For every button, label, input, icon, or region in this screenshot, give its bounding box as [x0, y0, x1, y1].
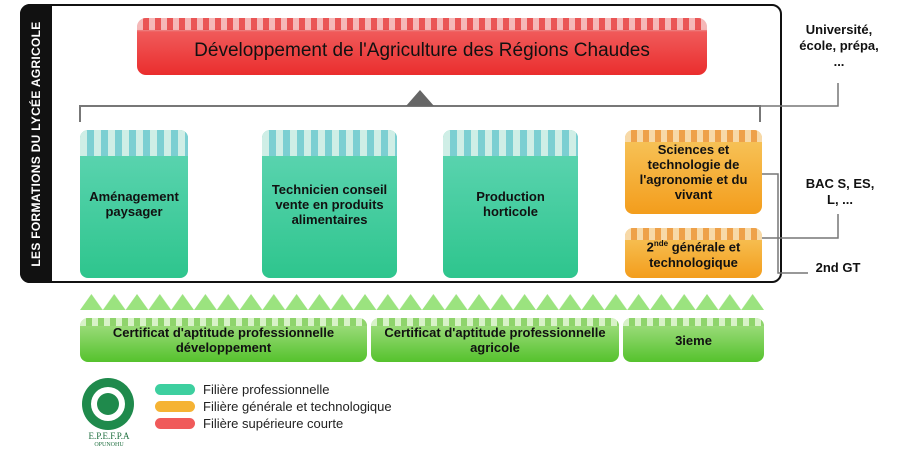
polynesian-pattern — [371, 318, 619, 326]
link-bac — [762, 214, 839, 239]
legend-label: Filière générale et technologique — [203, 399, 392, 414]
card-label: Sciences et technologie de l'agronomie e… — [639, 142, 748, 202]
link-university — [760, 83, 839, 107]
seconde-rest: générale et technologique — [649, 239, 741, 270]
card-amenagement-paysager: Aménagement paysager — [80, 130, 188, 278]
card-technicien-conseil-vente: Technicien conseil vente en produits ali… — [262, 130, 397, 278]
card-label: 3ieme — [675, 332, 712, 348]
card-production-horticole: Production horticole — [443, 130, 578, 278]
card-label: Aménagement paysager — [89, 189, 179, 219]
card-label: Production horticole — [476, 189, 545, 219]
legend-item-superieure: Filière supérieure courte — [155, 415, 392, 432]
legend: Filière professionnelle Filière générale… — [155, 381, 392, 432]
polynesian-pattern — [623, 318, 764, 326]
polynesian-pattern — [625, 228, 762, 240]
card-cap-developpement: Certificat d'aptitude professionnelle dé… — [80, 318, 367, 362]
logo-caption-top: E.P.E.F.P.A — [88, 431, 130, 441]
polynesian-pattern — [262, 130, 397, 156]
legend-item-professionnelle: Filière professionnelle — [155, 381, 392, 398]
legend-swatch — [155, 384, 195, 395]
polynesian-pattern — [80, 130, 188, 156]
legend-label: Filière professionnelle — [203, 382, 330, 397]
legend-label: Filière supérieure courte — [203, 416, 344, 431]
label-bac: BAC S, ES, L, ... — [805, 176, 875, 207]
polynesian-pattern — [137, 18, 707, 30]
link-2nd-gt — [762, 173, 808, 274]
polynesian-pattern — [443, 130, 578, 156]
label-university: Université, école, prépa, ... — [799, 22, 879, 69]
triangle-arrow-row — [80, 292, 764, 310]
label-2nd-gt: 2nd GT — [815, 260, 861, 275]
legend-item-generale: Filière générale et technologique — [155, 398, 392, 415]
card-3ieme: 3ieme — [623, 318, 764, 362]
card-label: 2nde générale et technologique — [633, 236, 754, 269]
card-seconde-gt: 2nde générale et technologique — [625, 228, 762, 278]
card-label: Technicien conseil vente en produits ali… — [271, 181, 388, 227]
logo-caption-bottom: OPUNOHU — [94, 442, 124, 448]
card-label: Certificat d'aptitude professionnelle dé… — [112, 325, 335, 355]
card-cap-agricole: Certificat d'aptitude professionnelle ag… — [371, 318, 619, 362]
logo-caption: E.P.E.F.P.A OPUNOHU — [78, 432, 140, 450]
branch-arrow — [406, 90, 434, 106]
legend-swatch — [155, 401, 195, 412]
top-title-box: Développement de l'Agriculture des Régio… — [137, 18, 707, 75]
branch-line — [79, 105, 761, 122]
legend-swatch — [155, 418, 195, 429]
card-label: Certificat d'aptitude professionnelle ag… — [384, 325, 606, 355]
logo-emblem — [97, 393, 119, 415]
polynesian-pattern — [625, 130, 762, 142]
polynesian-pattern — [80, 318, 367, 326]
seconde-number: 2 — [646, 239, 654, 255]
card-stav: Sciences et technologie de l'agronomie e… — [625, 130, 762, 214]
connector-lines — [79, 83, 839, 274]
side-label-band: LES FORMATIONS DU LYCÉE AGRICOLE — [20, 4, 52, 283]
top-title: Développement de l'Agriculture des Régio… — [194, 39, 650, 61]
seconde-sup: nde — [653, 239, 669, 249]
epefpa-logo — [82, 378, 134, 430]
